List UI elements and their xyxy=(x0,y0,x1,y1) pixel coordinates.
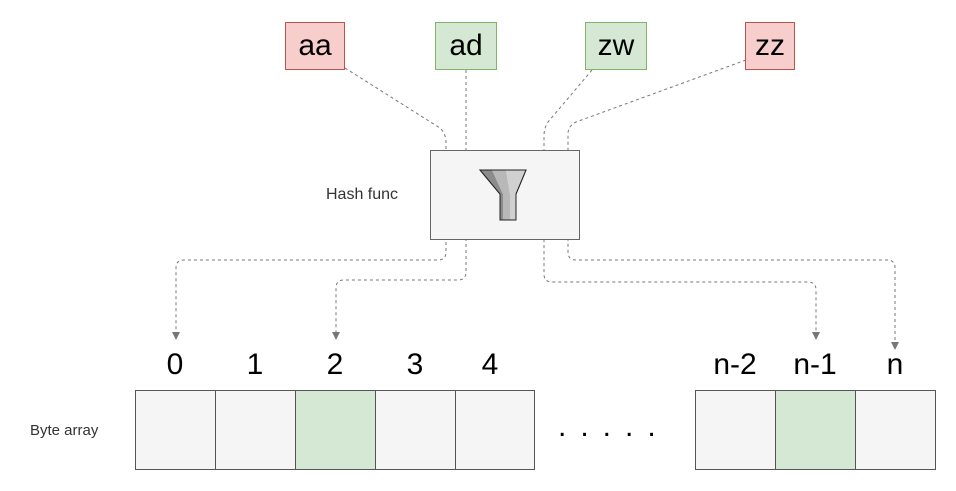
key-box-zz: zz xyxy=(745,22,795,70)
index-label-3: 3 xyxy=(406,348,424,381)
array-cell-2 xyxy=(295,390,376,470)
array-cell-1 xyxy=(215,390,296,470)
funnel-icon xyxy=(478,169,527,221)
index-label-n: n xyxy=(886,348,904,381)
index-label-1: 1 xyxy=(246,348,264,381)
index-label-4: 4 xyxy=(481,348,499,381)
byte-array-label: Byte array xyxy=(30,422,99,439)
index-label-n-2: n-2 xyxy=(713,348,757,381)
connector-zw xyxy=(543,69,820,340)
array-cell-4 xyxy=(455,390,535,470)
index-label-2: 2 xyxy=(326,348,344,381)
connector-zz xyxy=(567,59,899,350)
index-label-n-1: n-1 xyxy=(793,348,837,381)
array-cell-n-2 xyxy=(695,390,776,470)
connector-aa xyxy=(172,67,447,340)
index-label-0: 0 xyxy=(166,348,184,381)
array-cell-n-1 xyxy=(775,390,856,470)
array-cell-n xyxy=(855,390,936,470)
array-cell-0 xyxy=(135,390,216,470)
ellipsis: ..... xyxy=(558,410,670,443)
connector-ad xyxy=(332,70,467,340)
key-box-aa: aa xyxy=(285,22,345,70)
key-box-zw: zw xyxy=(585,22,647,70)
array-cell-3 xyxy=(375,390,456,470)
key-box-ad: ad xyxy=(435,22,497,70)
hash-func-label: Hash func xyxy=(326,186,399,203)
